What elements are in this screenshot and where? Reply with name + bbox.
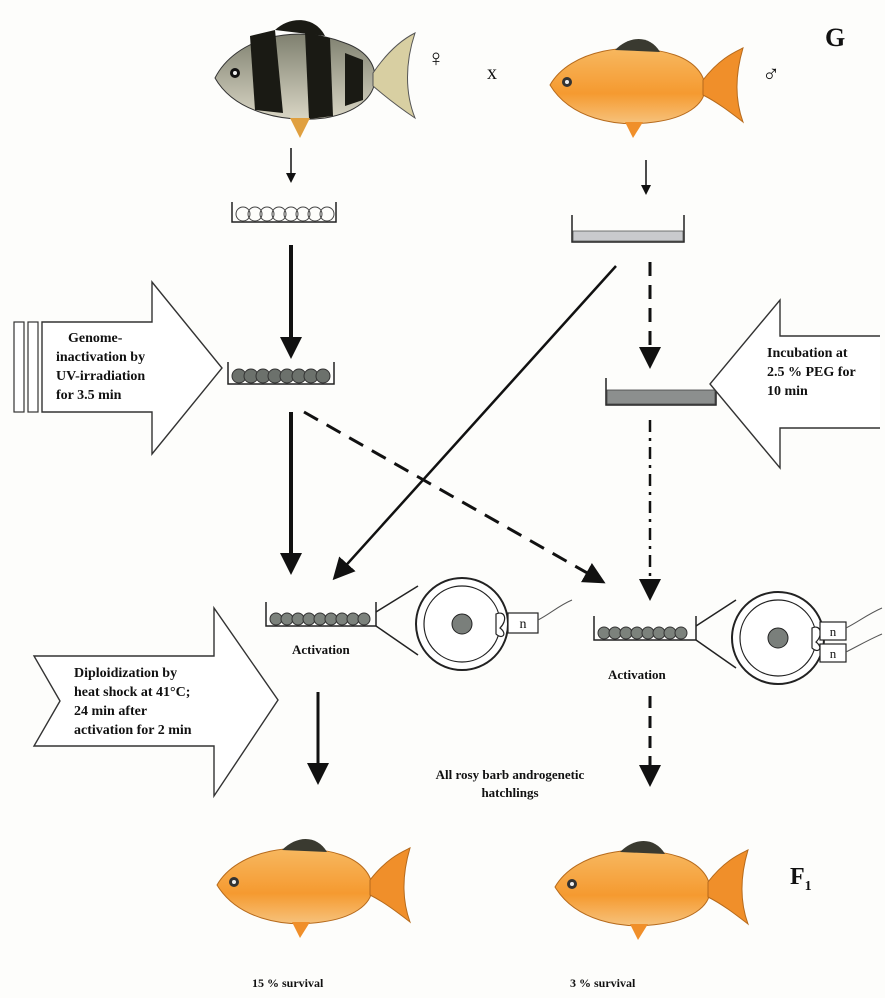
sperm-dish-peg-treated [606, 378, 716, 405]
rosy-barb-offspring-right-icon [555, 841, 748, 940]
peg-line-2: 2.5 % PEG for [767, 363, 877, 382]
heat-line-4: activation for 2 min [74, 721, 224, 740]
peg-line-3: 10 min [767, 382, 877, 401]
rosy-barb-male-fish-icon [550, 39, 743, 138]
hatchlings-line-2: hatchlings [390, 784, 630, 802]
hatchlings-caption: All rosy barb androgenetic hatchlings [390, 766, 630, 802]
uv-line-1: Genome- [56, 329, 154, 348]
peg-process-text: Incubation at 2.5 % PEG for 10 min [767, 344, 877, 401]
egg-label-right-bottom: n [830, 646, 837, 661]
egg-label-left: n [520, 617, 527, 632]
activation-label-left: Activation [292, 640, 350, 659]
activation-label-right: Activation [608, 665, 666, 684]
arrow-uv-to-right-activation [304, 412, 596, 578]
generation-label: G [825, 28, 845, 47]
egg-zoom-right [732, 592, 882, 684]
hatchlings-line-1: All rosy barb androgenetic [390, 766, 630, 784]
survival-right: 3 % survival [570, 974, 635, 993]
cross-symbol: x [487, 64, 497, 83]
heat-line-2: heat shock at 41°C; [74, 683, 224, 702]
offspring-label-subscript: 1 [805, 879, 812, 894]
egg-label-right-top: n [830, 624, 837, 639]
peg-line-1: Incubation at [767, 344, 877, 363]
uv-line-4: for 3.5 min [56, 386, 154, 405]
heat-line-1: Diploidization by [74, 664, 224, 683]
uv-line-3: UV-irradiation [56, 367, 154, 386]
survival-left: 15 % survival [252, 974, 323, 993]
heat-line-3: 24 min after [74, 702, 224, 721]
egg-dish-untreated [232, 202, 336, 222]
offspring-label-f: F [790, 864, 805, 890]
uv-process-text: Genome- inactivation by UV-irradiation f… [56, 329, 154, 405]
male-symbol: ♂ [762, 66, 780, 85]
arrow-sperm-to-left-activation [340, 266, 616, 572]
rosy-barb-offspring-left-icon [217, 839, 410, 938]
egg-dish-uv-treated [228, 362, 334, 384]
female-symbol: ♀ [427, 50, 445, 69]
heat-shock-text: Diploidization by heat shock at 41°C; 24… [74, 664, 224, 740]
activation-dish-right [594, 600, 736, 668]
sperm-dish-untreated [572, 215, 684, 242]
offspring-label: F1 [790, 868, 812, 896]
egg-zoom-left [416, 578, 572, 670]
uv-line-2: inactivation by [56, 348, 154, 367]
tiger-barb-fish-icon [215, 20, 415, 138]
